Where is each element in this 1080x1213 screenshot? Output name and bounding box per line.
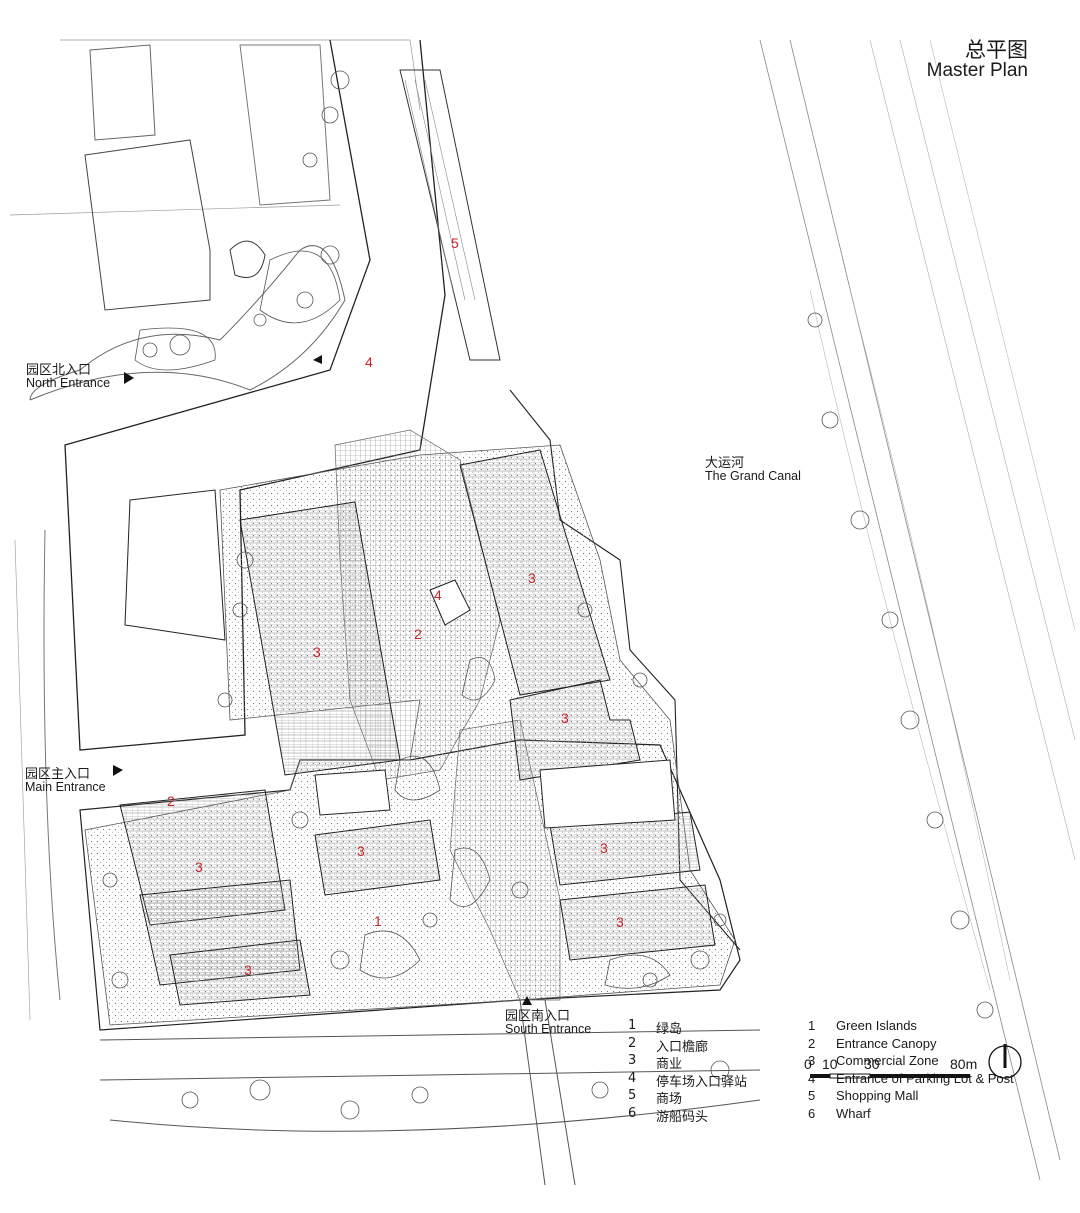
zone-marker: 3 — [357, 843, 365, 859]
main-entrance-arrow-icon — [113, 765, 123, 776]
title-english: Master Plan — [926, 60, 1028, 81]
scale-tick-label: 0 — [804, 1056, 812, 1072]
south-entrance-label: 园区南入口 South Entrance — [505, 1009, 592, 1036]
title-chinese: 总平图 — [965, 38, 1028, 62]
zone-marker: 3 — [561, 710, 569, 726]
commercial-buildings — [119, 449, 716, 1006]
zone-marker: 3 — [528, 570, 536, 586]
zone-marker: 4 — [434, 587, 442, 603]
scale-tick-label: 10 — [822, 1056, 838, 1072]
scale-bar — [810, 1073, 970, 1079]
north-arrow-icon — [988, 1044, 1022, 1079]
scale-tick-label: 80m — [950, 1056, 978, 1072]
green-islands — [102, 70, 994, 1120]
zone-marker: 2 — [167, 793, 175, 809]
zone-marker: 3 — [244, 962, 252, 978]
scale-tick-label: 30 — [864, 1056, 880, 1072]
north-entrance-arrow-icon — [124, 372, 134, 384]
parking-entrance-arrow-icon — [313, 355, 322, 364]
scale-bar-labels: 0 10 30 80m — [800, 1056, 990, 1074]
zone-marker: 1 — [374, 913, 382, 929]
zone-marker: 3 — [313, 644, 321, 660]
zone-marker: 3 — [600, 840, 608, 856]
zone-marker: 4 — [365, 354, 373, 370]
zone-marker: 3 — [195, 859, 203, 875]
main-entrance-label: 园区主入口 Main Entrance — [25, 767, 106, 794]
north-entrance-label: 园区北入口 North Entrance — [26, 363, 111, 390]
zone-marker: 5 — [451, 235, 459, 251]
zone-marker: 2 — [414, 626, 422, 642]
south-entrance-arrow-icon — [522, 996, 532, 1005]
entrance-arrows — [113, 355, 532, 1005]
grand-canal-label: 大运河 The Grand Canal — [705, 456, 801, 483]
zone-marker: 3 — [616, 914, 624, 930]
